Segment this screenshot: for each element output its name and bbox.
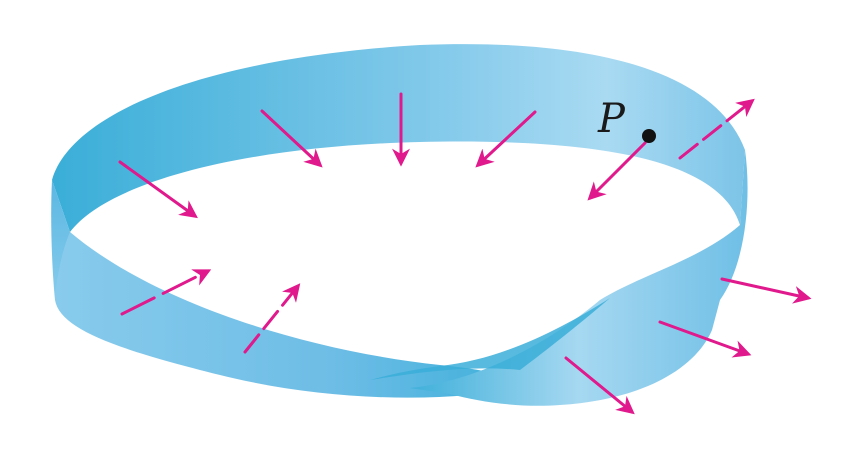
normal-vector-arrow-icon bbox=[120, 269, 212, 316]
normal-vectors bbox=[118, 92, 812, 415]
normal-vector-arrow-icon bbox=[678, 98, 755, 160]
normal-vector-arrow-icon bbox=[118, 160, 198, 219]
point-dot-icon bbox=[642, 129, 656, 143]
watermark: 知乎 @JackLin bbox=[659, 431, 821, 456]
normal-vector-arrow-icon bbox=[658, 320, 752, 358]
normal-vector-arrow-icon bbox=[260, 109, 323, 168]
mobius-band-right-side bbox=[410, 150, 748, 406]
normal-vector-arrow-icon bbox=[587, 141, 647, 201]
mobius-band-back bbox=[52, 44, 745, 232]
mobius-band-twist bbox=[370, 298, 610, 380]
mobius-band-front-left bbox=[55, 232, 520, 398]
normal-vector-arrow-icon bbox=[564, 356, 635, 415]
point-label: P bbox=[597, 96, 626, 142]
normal-vector-arrow-icon bbox=[243, 283, 301, 354]
normal-vector-arrow-icon bbox=[720, 277, 812, 304]
normal-vector-arrow-icon bbox=[475, 110, 537, 168]
